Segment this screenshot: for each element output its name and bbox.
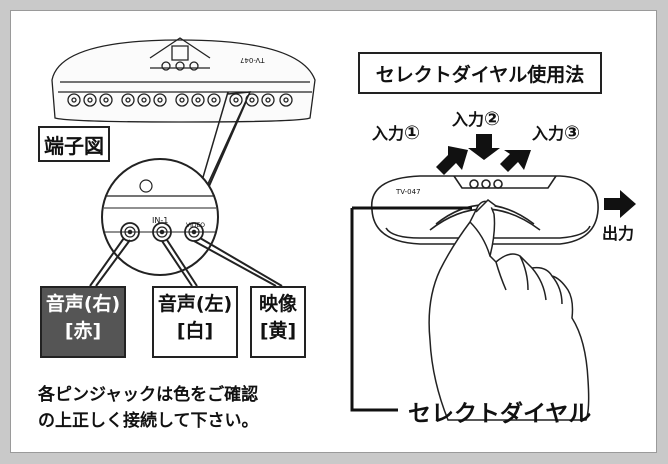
jack-label-audio-right-line2: [赤] (64, 320, 102, 342)
jack-label-video: 映像 [黄] (250, 286, 306, 358)
jack-cables (89, 237, 283, 287)
input-label-2: 入力② (452, 106, 500, 130)
output-arrow (604, 190, 636, 218)
input-label-3-text: 入力 (532, 124, 565, 143)
input-label-2-num: ② (484, 108, 501, 130)
jack-label-audio-right: 音声(右) [赤] (40, 286, 126, 358)
connection-note-line2: の上正しく接続して下さい。 (38, 411, 259, 431)
hand-illustration (428, 199, 590, 421)
jack-label-audio-right-line1: 音声(右) (45, 293, 121, 315)
jack-label-audio-left-line2: [白] (176, 320, 214, 342)
zoom-circle (101, 158, 219, 276)
zoom-port-group-small: VIDEO (186, 222, 206, 229)
input-label-1-num: ① (404, 122, 421, 144)
input-label-1: 入力① (372, 120, 420, 144)
jack-label-audio-left: 音声(左) [白] (152, 286, 238, 358)
dial-pointer-line (350, 206, 472, 412)
output-label: 出力 (602, 224, 635, 243)
zoom-port-group: IN-1 (152, 216, 169, 225)
device-top-illustration (51, 37, 316, 123)
top-device-model: TV-047 (240, 56, 265, 64)
input-label-3: 入力③ (532, 120, 580, 144)
input-arrows (436, 134, 531, 175)
input-label-3-num: ③ (564, 122, 581, 144)
dial-usage-title: セレクトダイヤル使用法 (358, 52, 602, 94)
connection-note-line1: 各ピンジャックは色をご確認 (38, 385, 259, 405)
dial-caption: セレクトダイヤル (408, 401, 592, 427)
input-label-1-text: 入力 (372, 124, 405, 143)
jack-label-video-line1: 映像 (258, 293, 297, 315)
zoom-callout-lines (193, 91, 252, 213)
input-label-2-text: 入力 (452, 110, 485, 129)
jack-label-video-line2: [黄] (259, 320, 297, 342)
terminal-diagram-label: 端子図 (38, 126, 110, 162)
right-device-model: TV-047 (396, 188, 421, 196)
jack-label-audio-left-line1: 音声(左) (157, 293, 233, 315)
